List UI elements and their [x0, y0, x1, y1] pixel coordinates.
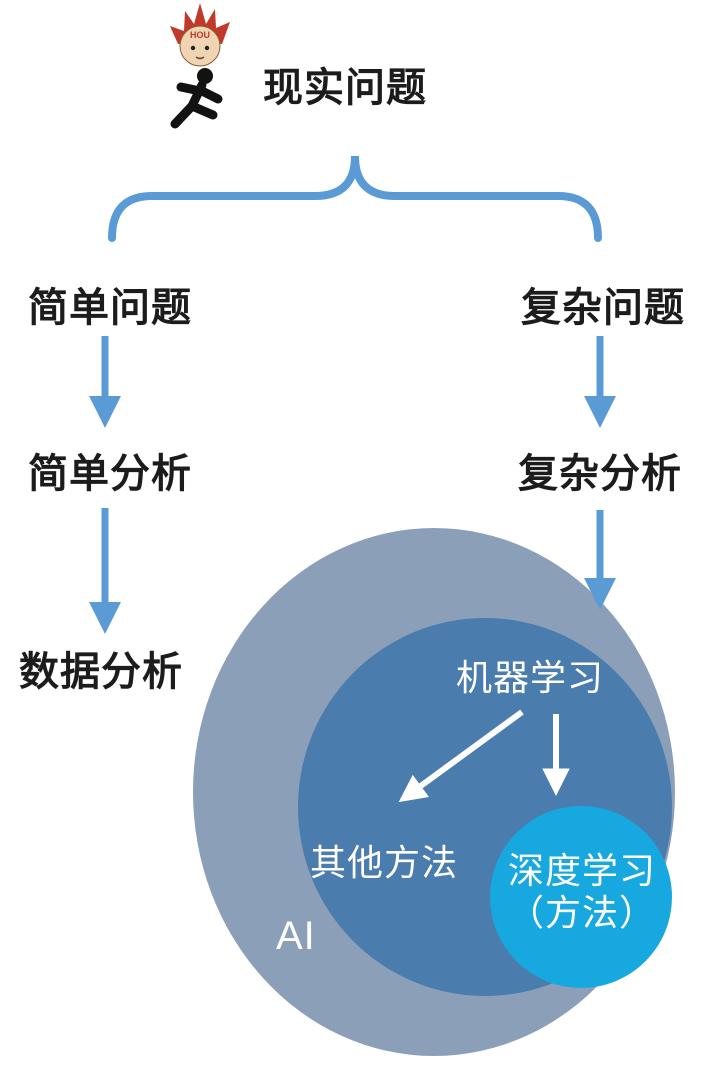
running-figure-icon: [170, 68, 223, 129]
monkey-mouth-icon: [195, 56, 205, 60]
brace-connector: [108, 155, 602, 242]
deep-learning-label-line1: 深度学习: [507, 850, 657, 891]
ai-label: AI: [276, 914, 316, 958]
machine-learning-label: 机器学习: [455, 657, 605, 698]
deep-learning-circle: [490, 806, 672, 988]
monkey-running-icon: HOU: [170, 3, 230, 129]
complex-problem-label: 复杂问题: [521, 286, 685, 330]
data-analysis-label: 数据分析: [19, 650, 183, 694]
monkey-face-icon: [179, 25, 221, 67]
deep-learning-label-line2: （方法）: [507, 892, 657, 933]
monkey-eye-right-icon: [204, 45, 210, 51]
arrow-ml-to-other-methods: [398, 709, 524, 803]
simple-problem-label: 简单问题: [28, 286, 192, 330]
monkey-eye-left-icon: [190, 45, 196, 51]
root-problem-label: 现实问题: [263, 66, 427, 110]
simple-analysis-label: 简单分析: [28, 452, 192, 496]
complex-analysis-label: 复杂分析: [518, 452, 682, 496]
other-methods-label: 其他方法: [309, 842, 459, 883]
monkey-forehead-text: HOU: [190, 30, 210, 40]
